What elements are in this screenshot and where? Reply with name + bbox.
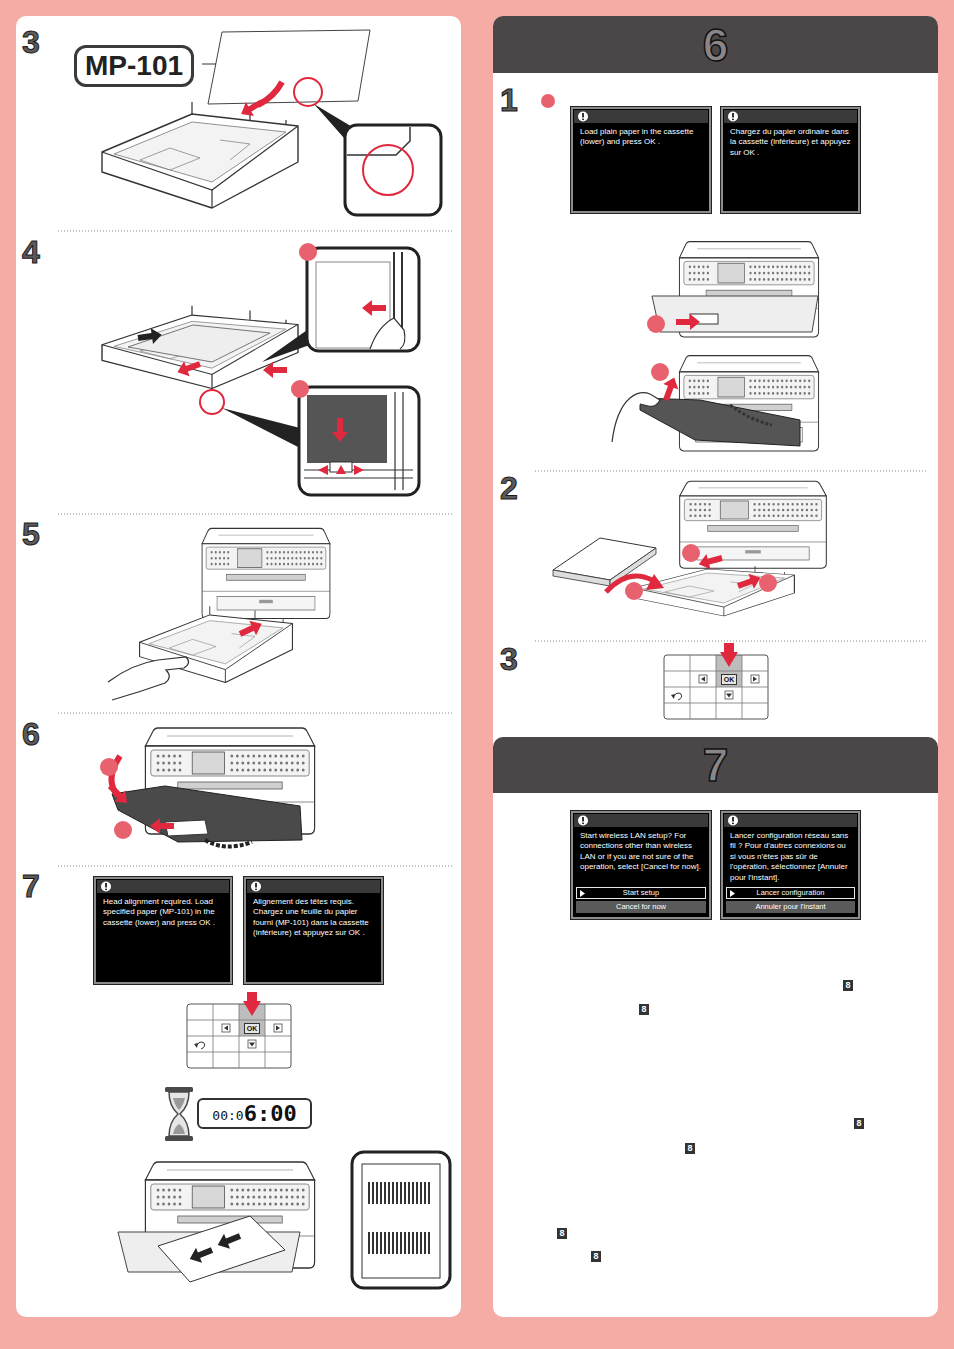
button-text: Lancer configuration — [727, 888, 854, 898]
screen-text: Chargez du papier ordinaire dans la cass… — [724, 123, 857, 161]
screen-button: Annuler pour l'instant — [726, 901, 855, 913]
selection-marker — [730, 890, 735, 897]
screen-header — [724, 110, 857, 123]
badge-number: 8 — [639, 1004, 649, 1015]
key-label: OK — [247, 1024, 258, 1033]
page-badge: 8 — [591, 1251, 601, 1262]
screen-header — [574, 814, 708, 827]
page-badge: 8 — [639, 1004, 649, 1015]
timer-digits: 00:0 — [212, 1108, 243, 1124]
badge-number: 8 — [557, 1228, 567, 1239]
step-number: 1 — [500, 84, 518, 116]
lcd-screen: Start wireless LAN setup? For connection… — [570, 810, 712, 920]
step-number: 4 — [22, 236, 40, 268]
section-number: 6 — [703, 22, 729, 68]
button-text: Start setup — [577, 888, 705, 898]
badge-number: 8 — [854, 1118, 864, 1129]
paper-name-box: MP-101 — [74, 45, 194, 87]
step-number: 3 — [22, 26, 40, 58]
ok-key: OK — [244, 1023, 261, 1034]
step-number: 6 — [22, 718, 40, 750]
page-badge: 8 — [843, 980, 853, 991]
lcd-screen: Head alignment required. Load specified … — [93, 876, 233, 985]
page-badge: 8 — [854, 1118, 864, 1129]
timer-digits: 6:00 — [244, 1102, 297, 1126]
button-text: Cancel for now — [577, 902, 705, 912]
screen-button: Start setup — [576, 887, 706, 899]
key-label: OK — [724, 675, 735, 684]
ok-key: OK — [721, 674, 738, 685]
step-number: 3 — [500, 643, 518, 675]
screen-text: Alignement des têtes requis. Chargez une… — [247, 893, 380, 942]
badge-number: 8 — [685, 1143, 695, 1154]
section-band: 7 — [493, 737, 938, 793]
screen-text: Load plain paper in the cassette (lower)… — [574, 123, 708, 151]
page-badge: 8 — [557, 1228, 567, 1239]
lcd-screen: Chargez du papier ordinaire dans la cass… — [720, 106, 861, 214]
lcd-screen: Load plain paper in the cassette (lower)… — [570, 106, 712, 214]
screen-header — [97, 880, 229, 893]
selection-marker — [580, 890, 585, 897]
lcd-screen: Lancer configuration réseau sans fil ? P… — [720, 810, 861, 920]
page-badge: 8 — [685, 1143, 695, 1154]
screen-header — [574, 110, 708, 123]
section-band: 6 — [493, 16, 938, 73]
screen-text: Head alignment required. Load specified … — [97, 893, 229, 931]
step-number: 7 — [22, 870, 40, 902]
step-number: 2 — [500, 472, 518, 504]
screen-header — [247, 880, 380, 893]
badge-number: 8 — [843, 980, 853, 991]
step-number: 5 — [22, 518, 40, 550]
paper-name: MP-101 — [85, 48, 183, 84]
screen-text: Lancer configuration réseau sans fil ? P… — [724, 827, 857, 886]
button-text: Annuler pour l'instant — [727, 902, 854, 912]
timer-display: 00:06:00 — [197, 1098, 312, 1129]
screen-header — [724, 814, 857, 827]
lcd-screen: Alignement des têtes requis. Chargez une… — [243, 876, 384, 985]
screen-text: Start wireless LAN setup? For connection… — [574, 827, 708, 876]
screen-button: Lancer configuration — [726, 887, 855, 899]
section-number: 7 — [703, 742, 729, 788]
badge-number: 8 — [591, 1251, 601, 1262]
screen-button: Cancel for now — [576, 901, 706, 913]
